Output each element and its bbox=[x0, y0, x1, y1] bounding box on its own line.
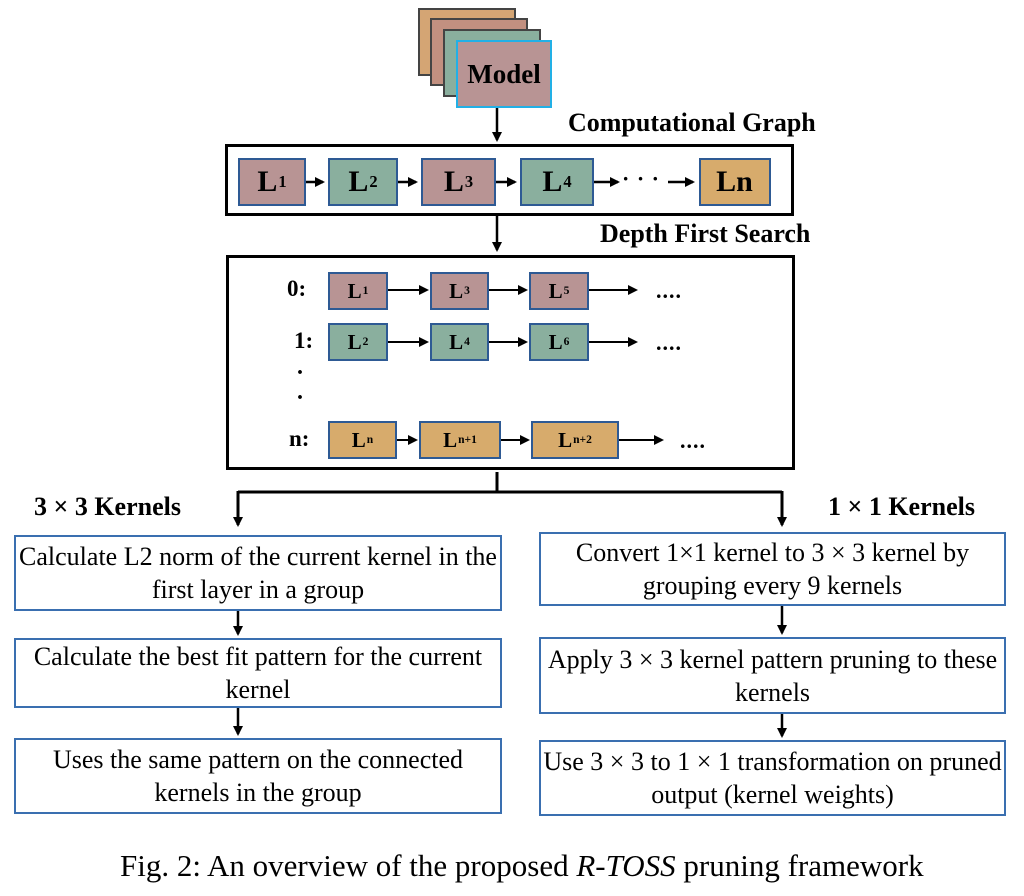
left-step-1: Calculate L2 norm of the current kernel … bbox=[14, 535, 502, 611]
computational-graph-label: Computational Graph bbox=[568, 108, 816, 137]
model-box: Model bbox=[456, 40, 552, 108]
computational-graph-frame bbox=[225, 144, 794, 216]
right-step-1: Convert 1×1 kernel to 3 × 3 kernel by gr… bbox=[539, 532, 1006, 606]
right-step-3: Use 3 × 3 to 1 × 1 transformation on pru… bbox=[539, 740, 1006, 816]
figure-caption: Fig. 2: An overview of the proposed R-TO… bbox=[120, 848, 924, 884]
depth-first-search-label: Depth First Search bbox=[600, 219, 811, 248]
dfs-vdot-2: · bbox=[296, 385, 306, 411]
dfs-frame bbox=[226, 255, 795, 470]
graph-node-n: Ln bbox=[699, 158, 771, 206]
dfs-row-n-label: n: bbox=[289, 426, 310, 451]
dfs-row-n-ellipsis: .... bbox=[680, 428, 706, 453]
graph-ellipsis: · · · bbox=[622, 166, 661, 191]
caption-prefix: Fig. 2: An overview of the proposed bbox=[120, 848, 577, 883]
left-step-2: Calculate the best fit pattern for the c… bbox=[14, 638, 502, 708]
kernels-1x1-label: 1 × 1 Kernels bbox=[828, 492, 975, 521]
caption-suffix: pruning framework bbox=[675, 848, 924, 883]
right-step-2: Apply 3 × 3 kernel pattern pruning to th… bbox=[539, 637, 1006, 714]
caption-italic: R-TOSS bbox=[576, 848, 676, 883]
kernels-3x3-label: 3 × 3 Kernels bbox=[34, 492, 181, 521]
dfs-row-0-ellipsis: .... bbox=[656, 278, 682, 303]
dfs-row-0-label: 0: bbox=[287, 276, 307, 301]
left-step-3: Uses the same pattern on the connected k… bbox=[14, 738, 502, 814]
dfs-vdot-1: · bbox=[296, 360, 306, 386]
dfs-row-1-label: 1: bbox=[294, 328, 314, 353]
dfs-row-1-ellipsis: .... bbox=[656, 330, 682, 355]
